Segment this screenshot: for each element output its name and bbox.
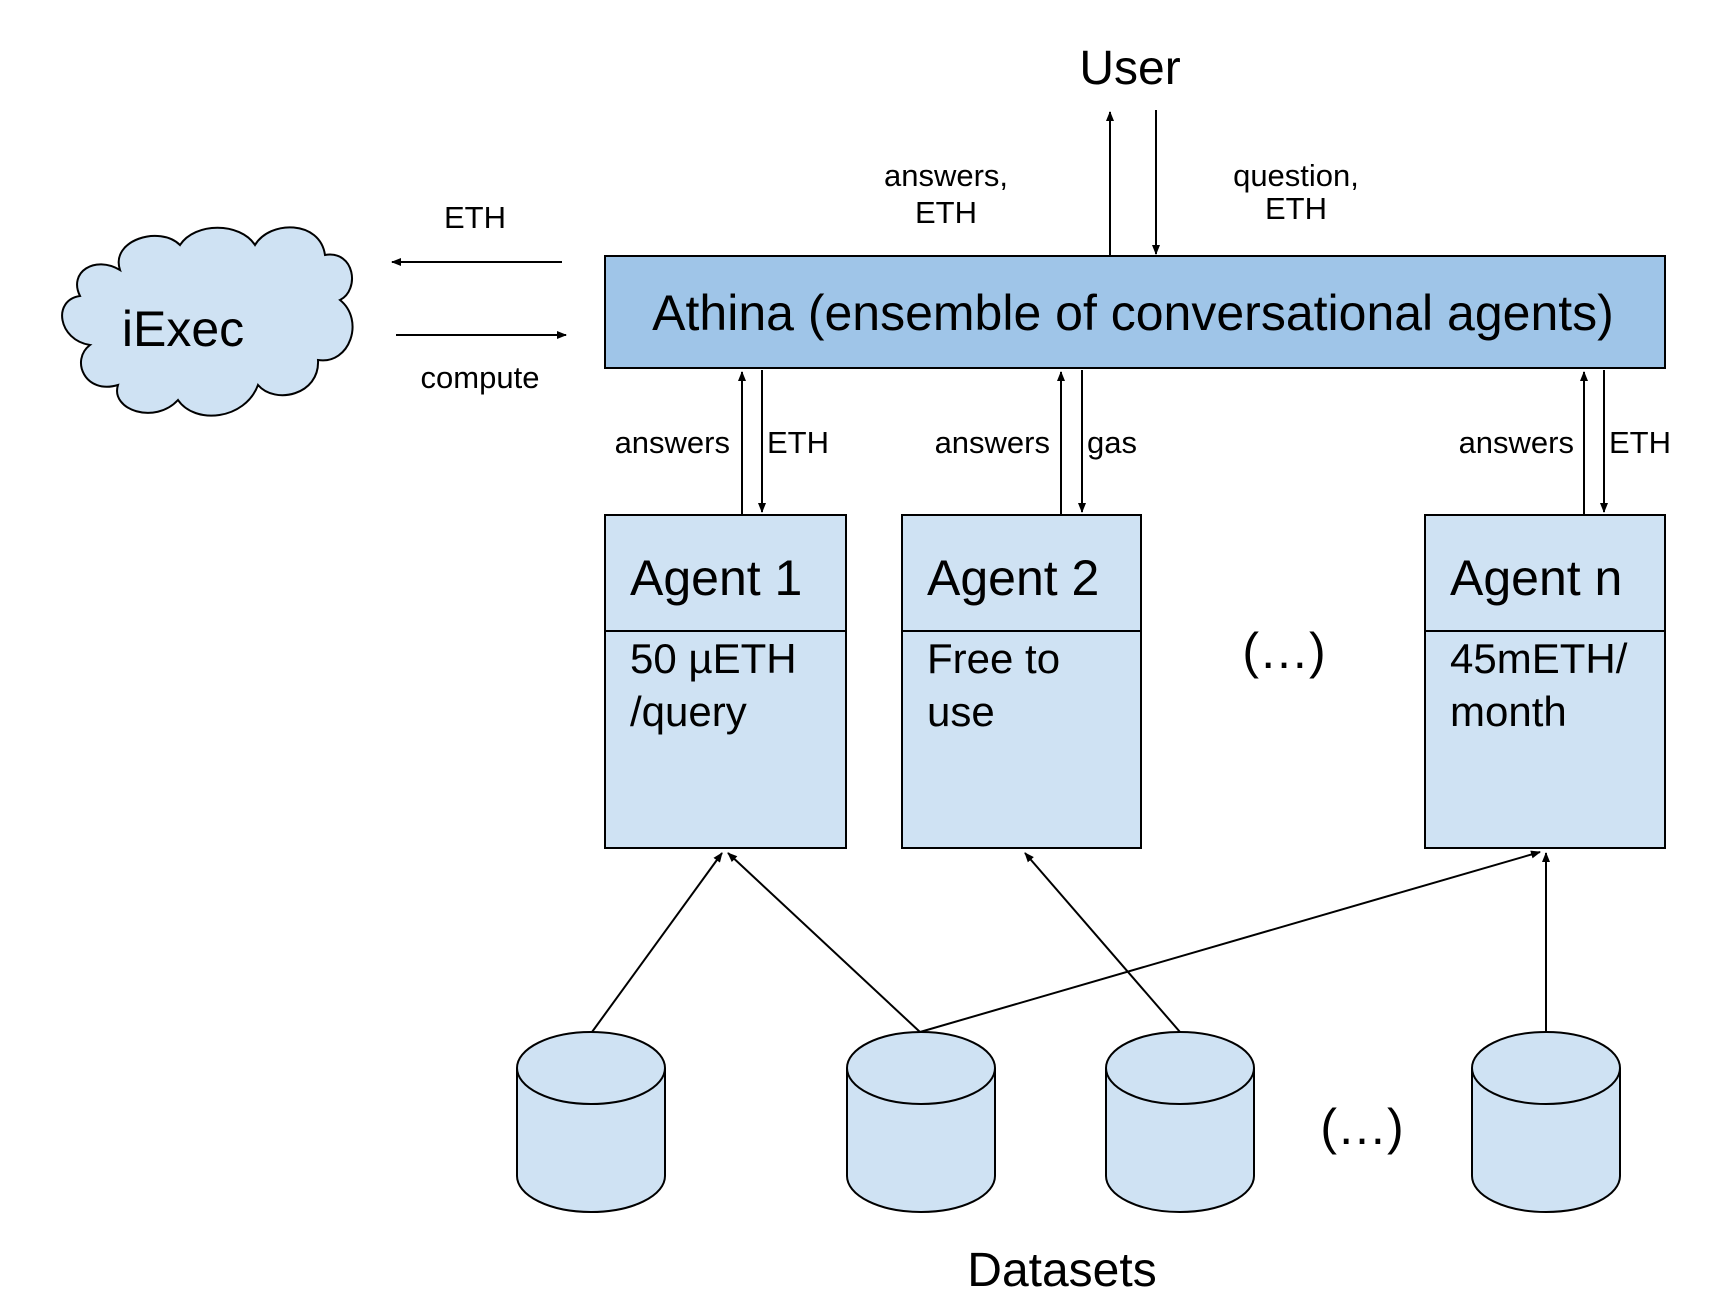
agent-n-name: Agent n (1450, 550, 1622, 606)
dataset-2-top (846, 1031, 996, 1105)
iexec-compute-label: compute (421, 360, 540, 395)
agent-2-gas-label: gas (1087, 425, 1137, 460)
agents-ellipsis: (…) (1242, 623, 1325, 679)
agent-2-name: Agent 2 (927, 550, 1099, 606)
athina-rect (604, 255, 1666, 369)
agent-1-answers-label: answers (615, 425, 730, 460)
question-eth-label-line1: question, (1233, 158, 1359, 193)
agent-2-header (901, 514, 1142, 632)
athina-box: Athina (ensemble of conversational agent… (604, 255, 1666, 369)
agent-2-price-line2: use (927, 688, 995, 735)
database-icon (1471, 1068, 1621, 1213)
dataset-1 (516, 1031, 666, 1213)
answers-eth-label-line1: answers, (884, 158, 1008, 193)
dataset-2-to-agent-1-arrow (727, 852, 921, 1033)
answers-eth-label-line2: ETH (915, 195, 977, 230)
question-eth-label-line2: ETH (1265, 191, 1327, 226)
agent-2-box: Agent 2 Free to use (901, 514, 1142, 849)
agent-1-eth-label: ETH (767, 425, 829, 460)
user-label: User (1079, 42, 1180, 95)
agent-1-body (604, 630, 847, 849)
iexec-eth-label: ETH (444, 200, 506, 235)
agent-2-answers-label: answers (935, 425, 1050, 460)
agent-2-price-line1: Free to (927, 635, 1060, 682)
agent-n-price-line1: 45mETH/ (1450, 635, 1628, 682)
agent-1-box: Agent 1 50 µETH /query (604, 514, 847, 849)
datasets-ellipsis: (…) (1320, 1099, 1403, 1155)
agent-2-body (901, 630, 1142, 849)
agent-1-header (604, 514, 847, 632)
datasets-label: Datasets (967, 1244, 1156, 1297)
agent-n-box: Agent n 45mETH/ month (1424, 514, 1666, 849)
dataset-4-top (1471, 1031, 1621, 1105)
agent-n-price-line2: month (1450, 688, 1567, 735)
agent-n-eth-label: ETH (1609, 425, 1671, 460)
database-icon (846, 1068, 996, 1213)
database-icon (516, 1068, 666, 1213)
dataset-1-to-agent-1-arrow (591, 852, 723, 1033)
agent-n-body (1424, 630, 1666, 849)
dataset-1-top (516, 1031, 666, 1105)
agent-1-name: Agent 1 (630, 550, 802, 606)
dataset-2 (846, 1031, 996, 1213)
iexec-cloud: iExec (61, 226, 354, 417)
agent-1-price-line1: 50 µETH (630, 635, 797, 682)
database-icon (1105, 1068, 1255, 1213)
cloud-icon (61, 226, 354, 417)
athina-label: Athina (ensemble of conversational agent… (652, 285, 1614, 341)
agent-n-answers-label: answers (1459, 425, 1574, 460)
dataset-3-to-agent-2-arrow (1024, 852, 1181, 1033)
dataset-2-to-agent-n-arrow (919, 850, 1541, 1033)
dataset-3 (1105, 1031, 1255, 1213)
dataset-3-top (1105, 1031, 1255, 1105)
iexec-label: iExec (122, 301, 244, 357)
dataset-4 (1471, 1031, 1621, 1213)
agent-1-price-line2: /query (630, 688, 747, 735)
